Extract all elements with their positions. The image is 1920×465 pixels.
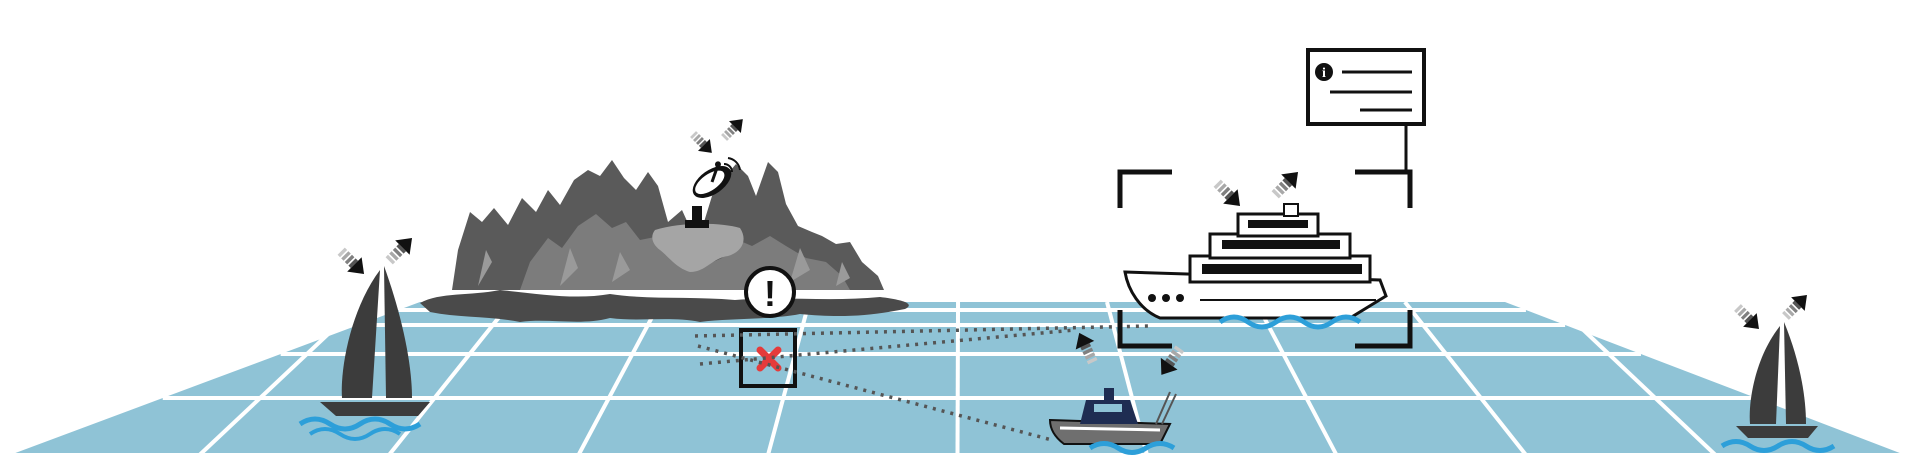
patrol-boat xyxy=(1048,328,1189,455)
signal-arrow-icon xyxy=(718,113,749,144)
alert-glyph: ! xyxy=(764,273,776,314)
satellite-dish-icon xyxy=(692,161,732,198)
signal-arrow-icon xyxy=(1778,288,1814,324)
link-island-ship xyxy=(694,324,1151,338)
island-plateau xyxy=(652,223,744,272)
radar-station xyxy=(685,113,749,228)
detection-frame xyxy=(1117,169,1413,349)
x-mark-icon xyxy=(756,346,782,372)
sailboat-left xyxy=(298,230,430,441)
tracking-links xyxy=(694,324,1151,442)
sailboat-right xyxy=(1720,288,1836,453)
signal-arrow-icon xyxy=(1730,300,1766,336)
grid-column-line xyxy=(766,301,812,456)
exclamation-icon xyxy=(744,266,796,318)
signal-arrow-icon xyxy=(1267,164,1306,203)
signal-arrow-icon xyxy=(687,128,718,159)
signal-arrow-icon xyxy=(1209,175,1248,214)
signal-arrow-icon xyxy=(381,230,420,269)
grid-column-line xyxy=(955,301,961,456)
target-box xyxy=(739,328,797,388)
grid-column-line xyxy=(1552,300,1717,457)
grid-column-line xyxy=(198,300,364,457)
info-icon xyxy=(1315,63,1333,81)
rocky-island xyxy=(420,160,909,322)
signal-arrow-icon xyxy=(333,243,372,282)
alert-marker: ! xyxy=(744,266,796,318)
sea-grid xyxy=(10,300,1905,457)
cruise-ship xyxy=(1117,126,1413,349)
info-card: i xyxy=(1306,48,1426,126)
grid-column-line xyxy=(1403,300,1528,457)
island-shore xyxy=(420,290,909,322)
island-highlights xyxy=(478,248,850,286)
grid-column-line xyxy=(576,301,662,456)
info-glyph: i xyxy=(1322,66,1326,81)
